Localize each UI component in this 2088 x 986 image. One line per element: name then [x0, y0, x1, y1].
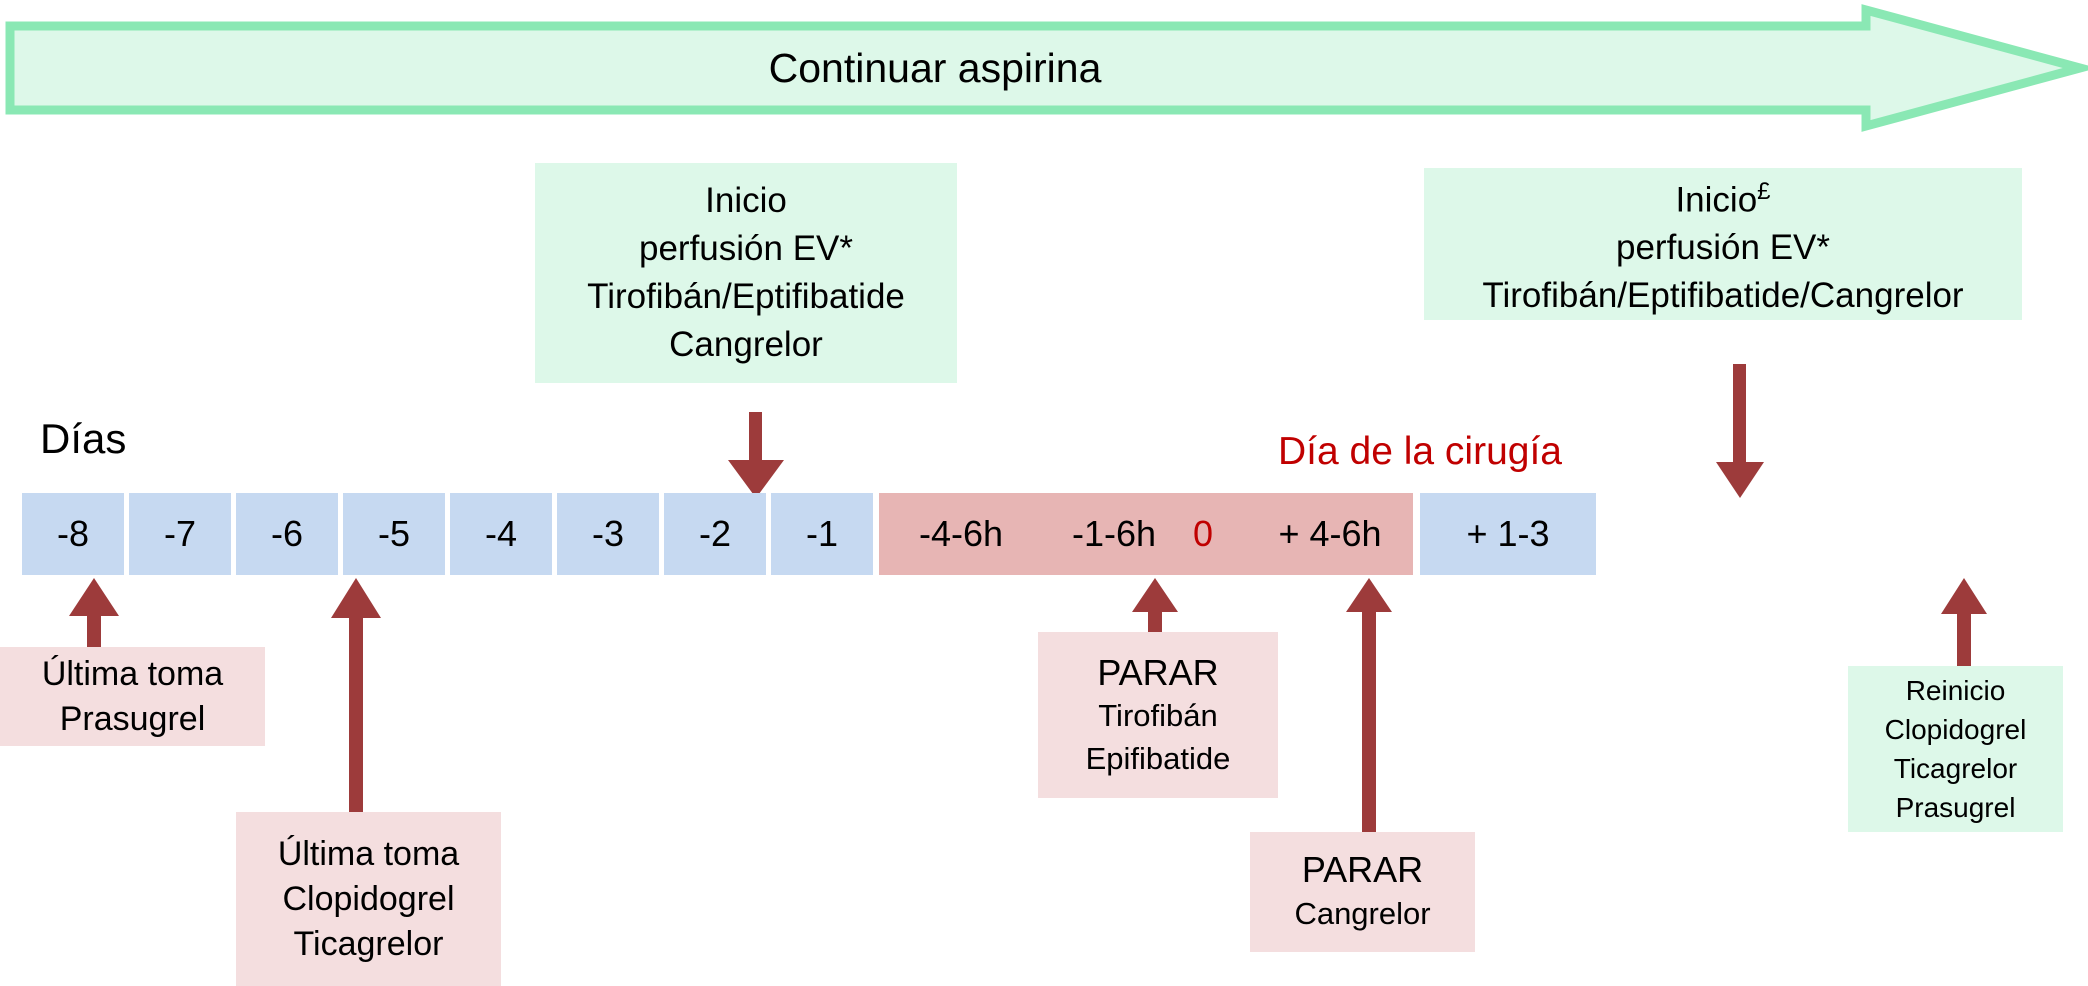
- ultima-clopidogrel-line-3: Ticagrelor: [293, 924, 444, 963]
- timeline-cell-d-4[interactable]: -4: [450, 493, 552, 575]
- arrow-up-from-reinicio: [1932, 578, 1996, 670]
- inicio-right-line-2: perfusión EV*: [1615, 228, 1831, 268]
- timeline-cell-d-6[interactable]: -6: [236, 493, 338, 575]
- banner-arrow-shape: [5, 4, 2088, 132]
- reinicio-line-4: Prasugrel: [1895, 792, 2016, 823]
- parar-tirofiban-line-1: Tirofibán: [1098, 697, 1218, 733]
- timeline-bar: -8 -7 -6 -5 -4 -3 -2 -1 -4-6h -1-6h 0 + …: [22, 493, 2068, 575]
- inicio-left-line-4: Cangrelor: [669, 325, 823, 364]
- reinicio-line-1: Reinicio: [1905, 675, 2006, 706]
- arrow-up-from-parar-cangrelor: [1337, 578, 1401, 840]
- ultima-clopidogrel-line-2: Clopidogrel: [282, 879, 455, 918]
- timeline-label-minus-1-6h: -1-6h: [1071, 513, 1157, 554]
- timeline-surgery-segment[interactable]: [879, 493, 1413, 575]
- parar-cangrelor-line-1: Cangrelor: [1294, 896, 1431, 931]
- inicio-left-line-1: Inicio: [705, 181, 787, 220]
- timeline-cell-d-7[interactable]: -7: [129, 493, 231, 575]
- ultima-prasugrel-line-2: Prasugrel: [59, 699, 206, 738]
- ultima-toma-prasugrel-box: Última toma Prasugrel: [0, 647, 265, 746]
- ultima-clopidogrel-line-1: Última toma: [277, 834, 460, 873]
- timeline-cell-d-1[interactable]: -1: [771, 493, 873, 575]
- parar-tirofiban-title: PARAR: [1097, 651, 1219, 693]
- parar-tirofiban-line-2: Epifibatide: [1085, 740, 1231, 776]
- surgery-day-label: Día de la cirugía: [1278, 430, 1562, 473]
- parar-cangrelor-title: PARAR: [1301, 849, 1424, 890]
- days-axis-label: Días: [40, 415, 127, 462]
- timeline-cell-d-2[interactable]: -2: [664, 493, 766, 575]
- reinicio-line-2: Clopidogrel: [1884, 714, 2027, 745]
- timeline-label-minus-4-6h: -4-6h: [918, 513, 1004, 554]
- timeline-label-zero: 0: [1192, 513, 1214, 554]
- banner-label: Continuar aspirina: [768, 45, 1102, 91]
- inicio-right-line-3: Tirofibán/Eptifibatide/Cangrelor: [1482, 276, 1964, 316]
- inicio-left-line-3: Tirofibán/Eptifibatide: [587, 277, 905, 316]
- timeline-label-plus-4-6h: + 4-6h: [1278, 513, 1382, 554]
- arrow-up-from-parar-tirofiban: [1123, 578, 1187, 640]
- arrow-down-to-day-minus-3: [718, 412, 794, 498]
- timeline-cell-plus-1-3[interactable]: + 1-3: [1420, 493, 1596, 575]
- inicio-right-line-1: Inicio£: [1675, 168, 1770, 225]
- inicio-left-line-2: perfusión EV*: [638, 229, 854, 268]
- reinicio-line-3: Ticagrelor: [1893, 753, 2018, 784]
- inicio-right-superscript: £: [1757, 177, 1771, 205]
- timeline-cell-d-3[interactable]: -3: [557, 493, 659, 575]
- parar-tirofiban-box: PARAR Tirofibán Epifibatide: [1038, 632, 1278, 798]
- ultima-toma-clopidogrel-box: Última toma Clopidogrel Ticagrelor: [236, 812, 501, 986]
- timeline-cell-d-5[interactable]: -5: [343, 493, 445, 575]
- reinicio-antiplatelet-box: Reinicio Clopidogrel Ticagrelor Prasugre…: [1848, 666, 2063, 832]
- parar-cangrelor-box: PARAR Cangrelor: [1250, 832, 1475, 952]
- continue-aspirin-banner: Continuar aspirina: [0, 4, 2088, 132]
- inicio-perfusion-left-box: Inicio perfusión EV* Tirofibán/Eptifibat…: [535, 163, 957, 383]
- arrow-up-from-ultima-prasugrel: [62, 578, 126, 650]
- arrow-up-from-ultima-clopidogrel: [324, 578, 388, 818]
- inicio-perfusion-right-box: Inicio£ perfusión EV* Tirofibán/Eptifiba…: [1424, 168, 2022, 320]
- ultima-prasugrel-line-1: Última toma: [41, 654, 224, 693]
- inicio-right-line-1-text: Inicio: [1675, 180, 1758, 220]
- timeline-cell-d-8[interactable]: -8: [22, 493, 124, 575]
- arrow-down-to-surgery-infusion: [1702, 364, 1778, 498]
